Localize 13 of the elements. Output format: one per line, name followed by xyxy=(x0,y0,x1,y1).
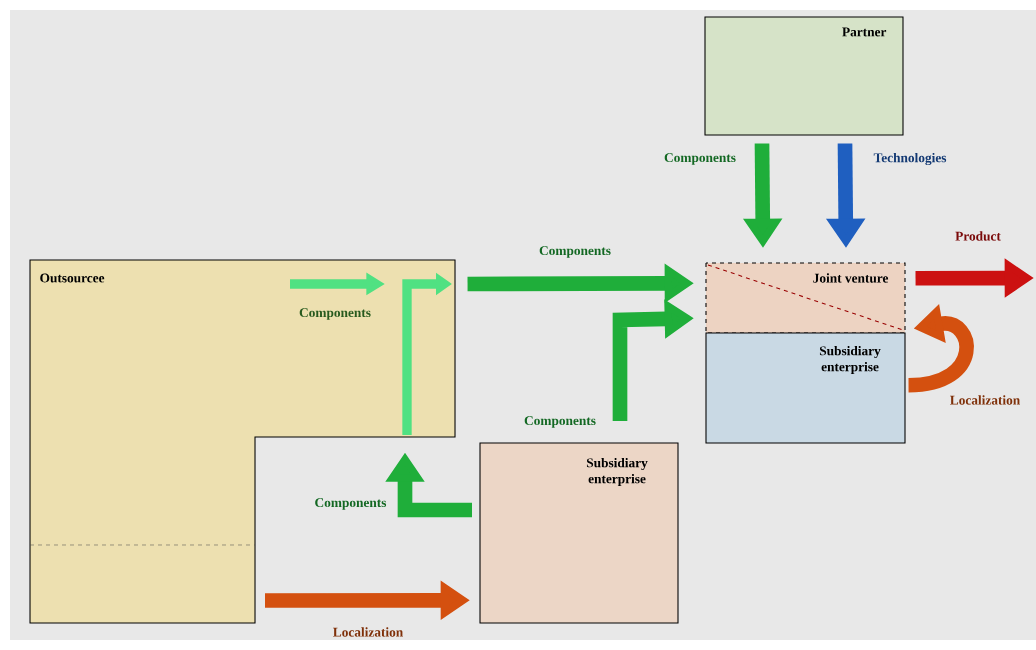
edge-label: Components xyxy=(664,153,736,165)
edge-label: Components xyxy=(539,246,611,258)
box: Subsidiary enterprise xyxy=(479,442,679,624)
box: Joint venture xyxy=(705,262,906,334)
edge-label: Components xyxy=(315,498,387,510)
edge-label: Localization xyxy=(333,627,403,637)
edge-label: Localization xyxy=(950,395,1020,405)
box: Partner xyxy=(704,16,904,136)
box: Subsidiary enterprise xyxy=(705,332,906,444)
edge-label: Product xyxy=(955,231,1001,241)
edge-label: Components xyxy=(524,416,596,428)
edge-label: Technologies xyxy=(873,152,947,166)
flow-label: Components xyxy=(299,308,371,320)
